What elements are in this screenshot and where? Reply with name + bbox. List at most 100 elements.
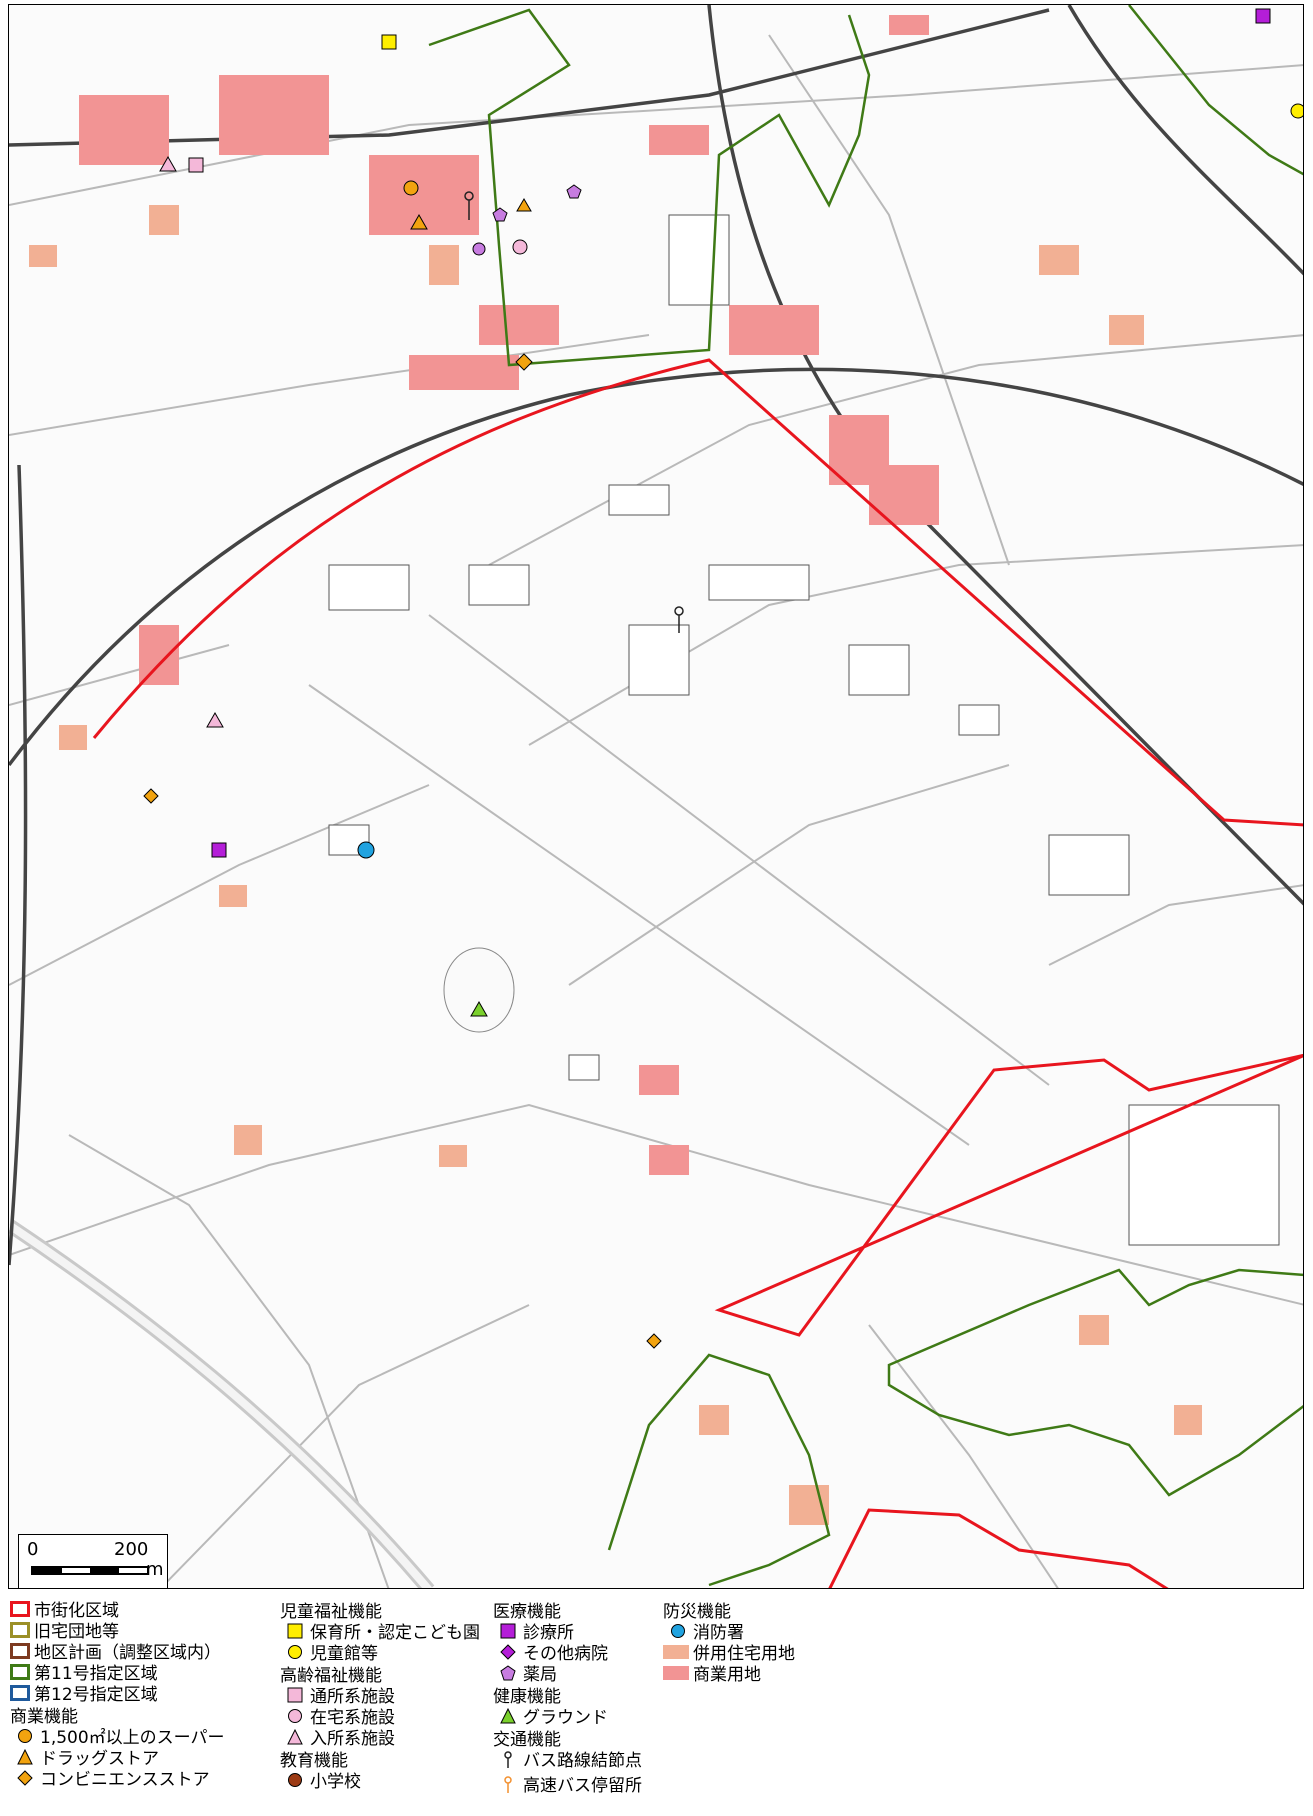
road [68,1134,390,1588]
circle-icon [286,1708,306,1724]
diamond-icon [16,1769,36,1786]
legend-label: 保育所・認定こども園 [310,1623,480,1643]
mixed-residential-swatch-icon [663,1644,689,1659]
bus-hub-marker [674,606,684,633]
road [9,334,650,436]
map-legend: 市街化区域 旧宅団地等 地区計画（調整区域内） 第11号指定区域 第12号指定区… [8,1592,1304,1816]
legend-label: 旧宅団地等 [34,1622,119,1642]
square-icon [286,1623,306,1639]
clinic-marker [211,842,227,858]
legend-item-commercial: 商業用地 [663,1662,863,1685]
legend-label: 併用住宅用地 [693,1644,795,1664]
road [9,1103,1303,1306]
legend-column-zones: 市街化区域 旧宅団地等 地区計画（調整区域内） 第11号指定区域 第12号指定区… [10,1598,280,1790]
legend-item-clinic: 診療所 [493,1620,663,1643]
legend-label: バス路線結節点 [523,1751,642,1771]
ground-field [443,947,515,1033]
legend-label: 地区計画（調整区域内） [34,1643,221,1663]
road [9,784,430,986]
railway [707,5,1303,906]
legend-label: 在宅系施設 [310,1708,395,1728]
triangle-icon [16,1748,36,1765]
square-icon [286,1687,306,1703]
designated-area-11-boundary [887,1268,1303,1497]
legend-label: グラウンド [523,1708,608,1728]
legend-item-childrens-hall: 児童館等 [280,1641,510,1664]
pharmacy-marker [566,184,582,199]
scale-unit-label: m [146,1559,164,1580]
road [768,34,1010,566]
circle-icon [286,1644,306,1660]
mixed-residential-land-use-parcels [29,205,1202,1525]
legend-label: 第12号指定区域 [34,1685,158,1705]
legend-item-bus-hub: バス路線結節点 [493,1748,663,1771]
map-area[interactable]: 0 200 m [8,4,1304,1589]
legend-heading-health: 健康機能 [493,1686,561,1707]
legend-item-day-care: 通所系施設 [280,1684,510,1707]
circle-icon [16,1728,36,1744]
legend-label: 高速バス停留所 [523,1776,642,1796]
urbanization-area-boundary [92,358,1303,1337]
legend-item-residential-care: 入所系施設 [280,1726,510,1749]
legend-item-drugstore: ドラッグストア [10,1746,280,1769]
legend-item-designated-area-12: 第12号指定区域 [10,1682,280,1705]
circle-icon [669,1623,689,1639]
legend-item-home-care: 在宅系施設 [280,1705,510,1728]
drugstore-marker [516,198,532,212]
convenience-store-marker [646,1333,662,1349]
legend-item-pharmacy: 薬局 [493,1662,663,1685]
legend-item-district-plan: 地区計画（調整区域内） [10,1640,280,1663]
facility-markers [143,8,1303,1349]
urbanization-area-boundary [828,1508,1169,1588]
legend-label: その他病院 [523,1644,608,1664]
triangle-icon [286,1728,306,1745]
childrens-hall-marker [1290,103,1303,119]
green-outline-swatch-icon [10,1663,30,1680]
zone-boundaries [92,5,1303,1588]
legend-label: 市街化区域 [34,1601,119,1621]
map-canvas [9,5,1303,1588]
fire-station-marker [357,841,375,859]
legend-item-mixed-residential: 併用住宅用地 [663,1641,863,1664]
olive-outline-swatch-icon [10,1621,30,1638]
road [1048,884,1303,966]
legend-label: 通所系施設 [310,1687,395,1707]
legend-heading-medical: 医療機能 [493,1601,561,1622]
legend-item-designated-area-11: 第11号指定区域 [10,1661,280,1684]
circle-icon [286,1772,306,1788]
bus-hub-marker [464,191,474,220]
legend-label: 診療所 [523,1623,574,1643]
legend-label: 小学校 [310,1772,361,1792]
road [9,644,230,706]
legend-item-other-hospital: その他病院 [493,1641,663,1664]
triangle-icon [499,1707,519,1724]
commercial-swatch-icon [663,1665,689,1680]
legend-column-disaster-landuse: 防災機能 消防署 併用住宅用地 商業用地 [663,1598,863,1685]
legend-label: 第11号指定区域 [34,1664,158,1684]
legend-heading-elderly-welfare: 高齢福祉機能 [280,1665,382,1686]
legend-item-urbanization-area: 市街化区域 [10,1598,280,1621]
designated-area-11-boundary [428,8,871,367]
diamond-icon [499,1643,519,1660]
legend-label: 薬局 [523,1665,557,1685]
legend-heading-child-welfare: 児童福祉機能 [280,1601,382,1622]
designated-area-11-boundary [607,1353,831,1587]
building-footprints [328,214,1280,1246]
road [568,764,1010,986]
expressway [9,1219,435,1588]
legend-label: 児童館等 [310,1644,378,1664]
legend-heading-disaster: 防災機能 [663,1601,731,1622]
road [9,64,1303,206]
drugstore-marker [410,213,428,230]
scale-bar: 0 200 m [18,1534,168,1588]
legend-label: 1,500㎡以上のスーパー [40,1728,225,1748]
legend-item-convenience-store: コンビニエンスストア [10,1767,280,1790]
brown-outline-swatch-icon [10,1642,30,1659]
legend-item-nursery: 保育所・認定こども園 [280,1620,510,1643]
pentagon-icon [499,1664,519,1681]
red-outline-swatch-icon [10,1600,30,1617]
nursery-marker [381,34,397,50]
convenience-store-marker [143,788,159,804]
legend-item-highway-bus-stop: 高速バス停留所 [493,1773,663,1796]
road-network [9,34,1303,1588]
